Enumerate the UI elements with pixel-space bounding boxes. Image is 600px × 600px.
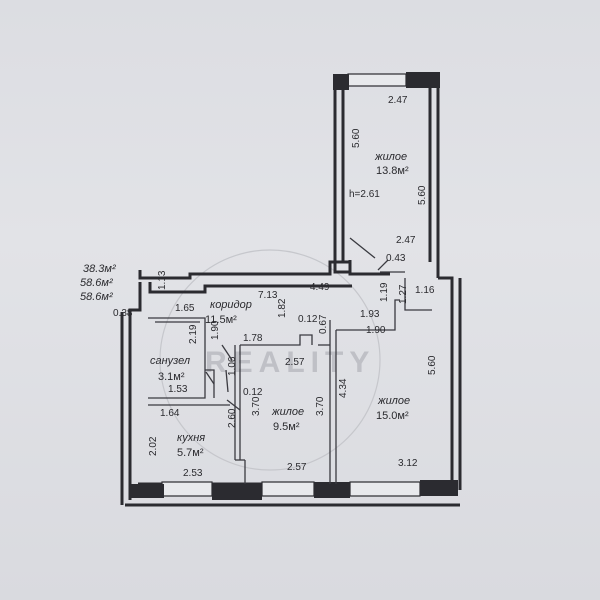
window-kitchen [161,481,213,497]
room-area-kuhnya: 5.7м² [177,447,204,459]
dim-560-right-bottom: 5.60 [427,355,438,375]
room-name-zhiloe-mid: жилое [271,406,304,418]
dim-560-left-top: 5.60 [351,128,362,148]
room-area-sanuzel: 3.1м² [158,371,185,383]
dim-449: 4.49 [310,282,330,293]
watermark-circle [159,249,381,471]
dim-247-top: 2.47 [388,95,408,106]
dim-067: 0.67 [318,314,329,334]
inner-walls [148,237,432,484]
room-name-zhiloe-right: жилое [377,395,410,407]
ceiling-height: h=2.61 [349,189,380,200]
dim-119: 1.19 [379,282,390,302]
dim-043: 0.43 [386,253,406,264]
dim-434: 4.34 [338,378,349,398]
dim-257-b: 2.57 [287,462,307,473]
dim-560-right-top: 5.60 [417,185,428,205]
dim-038: 0.38 [113,308,133,319]
dim-106: 1.06 [227,356,238,376]
dim-182: 1.82 [277,298,288,318]
dim-012-a: 0.12 [298,314,318,325]
dim-012-b: 0.12 [243,387,263,398]
total-area-1: 38.3м² [83,263,116,275]
dim-127: 1.27 [398,284,409,304]
dim-153: 1.53 [168,384,188,395]
dim-713: 7.13 [258,290,278,301]
dim-113: 1.13 [157,270,168,290]
dim-190-b: 1.90 [366,325,386,336]
dim-257-a: 2.57 [285,357,305,368]
dim-165: 1.65 [175,303,195,314]
total-area-2: 58.6м² [80,277,113,289]
outer-walls [120,72,462,507]
dim-178: 1.78 [243,333,263,344]
dim-202: 2.02 [148,436,159,456]
dim-193: 1.93 [360,309,380,320]
dim-164: 1.64 [160,408,180,419]
dim-370-a: 3.70 [251,396,262,416]
room-area-zhiloe-mid: 9.5м² [273,421,300,433]
dim-247-mid: 2.47 [396,235,416,246]
room-name-kuhnya: кухня [177,432,205,444]
dim-370-b: 3.70 [315,396,326,416]
room-area-koridor: 11.5м² [205,314,237,326]
dim-253: 2.53 [183,468,203,479]
room-name-sanuzel: санузел [150,355,190,367]
window-room-mid [261,481,315,497]
dim-260: 2.60 [227,408,238,428]
window-top [347,73,407,87]
room-name-koridor: коридор [210,299,252,311]
room-area-zhiloe-top: 13.8м² [376,165,409,177]
dim-190-a: 1.90 [210,320,221,340]
dim-219: 2.19 [188,324,199,344]
room-name-zhiloe-top: жилое [374,151,407,163]
room-area-zhiloe-right: 15.0м² [376,410,409,422]
total-area-3: 58.6м² [80,291,113,303]
dim-116: 1.16 [415,285,435,296]
window-room-right [349,481,421,497]
watermark-text: REALITY [205,346,375,379]
dim-312: 3.12 [398,458,418,469]
